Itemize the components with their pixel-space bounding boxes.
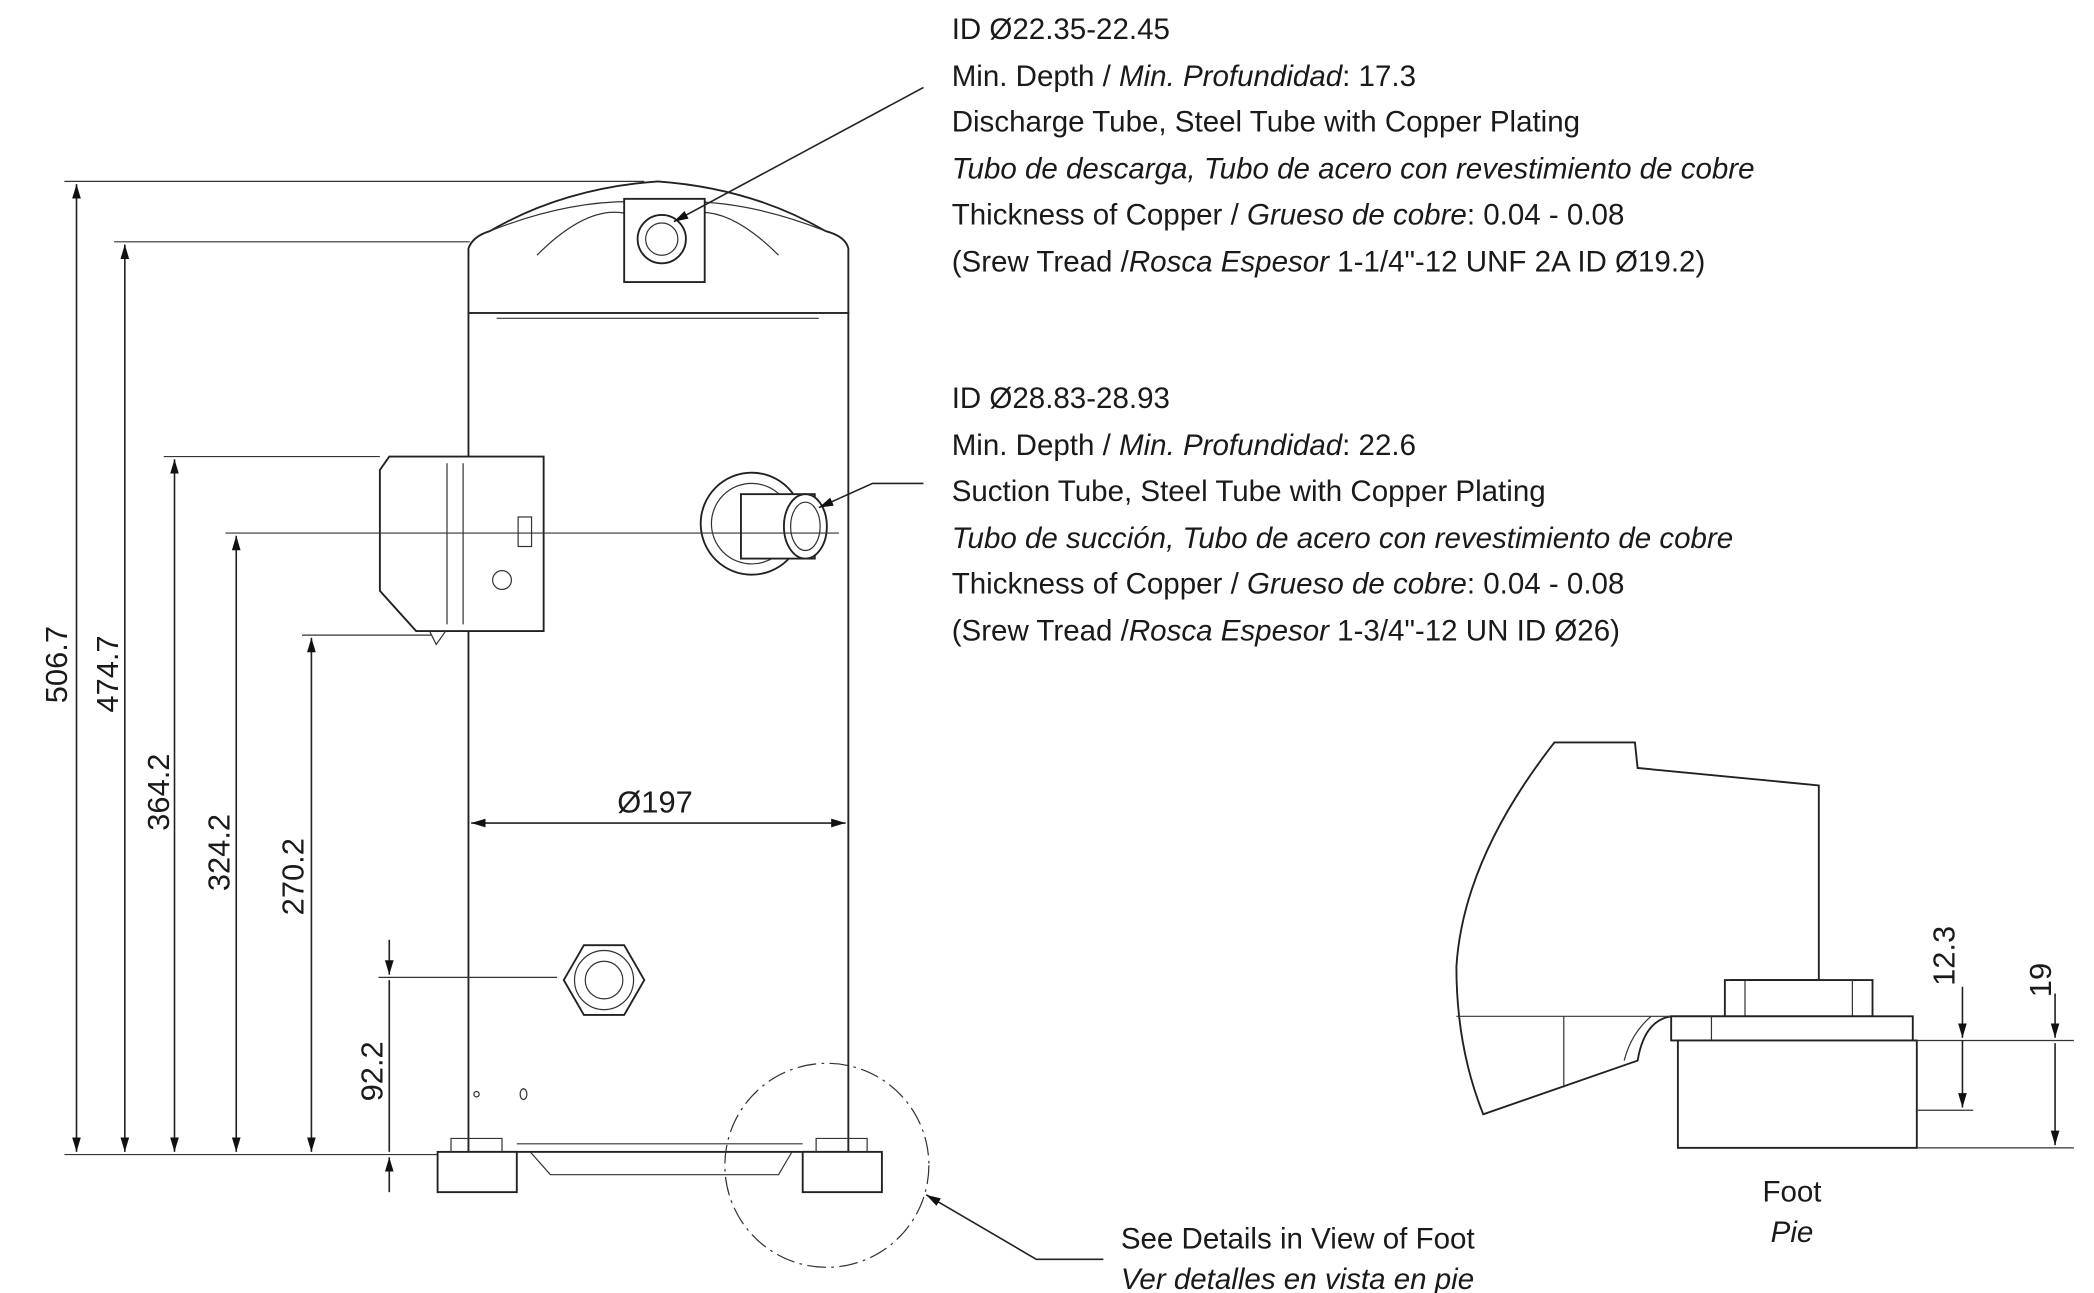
right-foot (801, 1150, 883, 1194)
see-details-note: See Details in View of Foot (1121, 1223, 1475, 1256)
dim-oil-port: 92.2 (355, 1041, 390, 1101)
foot-pad (1676, 1039, 1918, 1149)
foot-washer (1670, 1015, 1914, 1042)
dimension-arrows (72, 86, 1104, 1261)
foot-nut (1723, 979, 1874, 1018)
suction-note: ID Ø28.83-28.93 Min. Depth / Min. Profun… (952, 382, 1734, 647)
suction-fitting-icon (699, 471, 828, 576)
see-details-note-es: Ver detalles en vista en pie (1121, 1263, 1474, 1293)
svg-text:Min. Depth / Min. Profundidad:: Min. Depth / Min. Profundidad: 22.6 (952, 429, 1416, 462)
dim-cap-height: 474.7 (90, 635, 125, 712)
svg-text:Tubo de succión, Tubo de acero: Tubo de succión, Tubo de acero con reves… (952, 522, 1734, 555)
svg-text:Thickness of Copper / Grueso d: Thickness of Copper / Grueso de cobre: 0… (952, 198, 1625, 231)
foot-view-title: Foot (1762, 1176, 1821, 1209)
svg-text:(Srew Tread /Rosca Espesor 1-3: (Srew Tread /Rosca Espesor 1-3/4"-12 UN … (952, 614, 1620, 647)
dim-suction-height: 324.2 (202, 814, 237, 891)
terminal-box (378, 455, 545, 633)
compressor-front-view (378, 180, 930, 1268)
discharge-port-icon (636, 214, 687, 265)
svg-text:(Srew Tread /Rosca Espesor 1-1: (Srew Tread /Rosca Espesor 1-1/4"-12 UNF… (952, 245, 1706, 278)
svg-text:Thickness of Copper / Grueso d: Thickness of Copper / Grueso de cobre: 0… (952, 567, 1625, 600)
dim-overall-height: 506.7 (39, 626, 74, 703)
foot-detail-view: 12.3 19 Foot Pie (1455, 741, 2074, 1249)
svg-text:ID Ø22.35-22.45: ID Ø22.35-22.45 (952, 13, 1170, 46)
oil-port-icon (562, 944, 646, 1016)
svg-text:ID Ø28.83-28.93: ID Ø28.83-28.93 (952, 382, 1170, 415)
dim-foot-19: 19 (2023, 963, 2058, 997)
svg-text:Min. Depth / Min. Profundidad:: Min. Depth / Min. Profundidad: 17.3 (952, 60, 1416, 93)
foot-view-title-es: Pie (1771, 1216, 1814, 1249)
discharge-note: ID Ø22.35-22.45 Min. Depth / Min. Profun… (952, 13, 1755, 278)
dim-terminal-top: 364.2 (141, 754, 176, 831)
dim-foot-12: 12.3 (1926, 926, 1961, 986)
left-foot (436, 1150, 518, 1194)
svg-text:Tubo de descarga, Tubo de acer: Tubo de descarga, Tubo de acero con reve… (952, 153, 1755, 186)
dim-terminal-bottom: 270.2 (275, 838, 310, 915)
svg-text:Suction Tube, Steel Tube with: Suction Tube, Steel Tube with Copper Pla… (952, 475, 1546, 508)
shell (467, 311, 850, 1153)
extension-lines (64, 180, 839, 1156)
svg-text:Discharge Tube, Steel Tube wit: Discharge Tube, Steel Tube with Copper P… (952, 106, 1580, 139)
dim-diameter: Ø197 (617, 784, 693, 819)
